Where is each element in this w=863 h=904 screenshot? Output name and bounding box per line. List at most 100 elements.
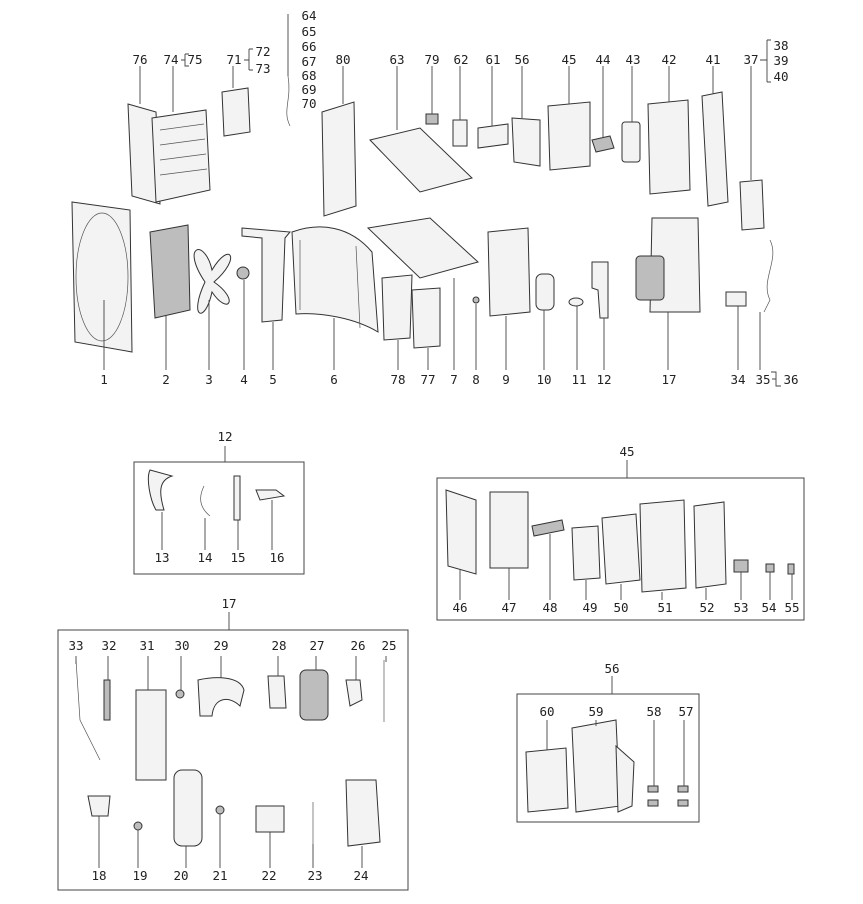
part-79-clip	[425, 113, 439, 125]
callout-label: 52	[699, 600, 714, 615]
callout-label: 32	[101, 638, 116, 653]
part-71-terminal-block	[221, 87, 251, 137]
callout-label: 40	[773, 69, 788, 84]
callout-label: 35	[755, 372, 770, 387]
callout-label: 62	[453, 52, 468, 67]
callout-label: 28	[271, 638, 286, 653]
callout-label: 60	[539, 704, 554, 719]
callout-label: 13	[154, 550, 169, 565]
callout-label: 14	[197, 550, 212, 565]
callout-label: 45	[561, 52, 576, 67]
callout-label: 57	[678, 704, 693, 719]
callout-label: 19	[132, 868, 147, 883]
callout-label: 1	[100, 372, 108, 387]
callout-label: 16	[269, 550, 284, 565]
main-leader-lines	[103, 14, 761, 370]
callout-label: 20	[173, 868, 188, 883]
group-title: 45	[619, 444, 634, 459]
callout-label: 5	[269, 372, 277, 387]
group-45-box	[436, 460, 805, 621]
group-56-labels: 56 60 59 58 57	[539, 661, 693, 719]
callout-label: 44	[595, 52, 610, 67]
callout-label: 61	[485, 52, 500, 67]
group-12-box	[133, 446, 305, 575]
callout-label: 41	[705, 52, 720, 67]
part-74-rear-grille	[151, 109, 211, 203]
callout-label: 6	[330, 372, 338, 387]
callout-label: 2	[162, 372, 170, 387]
callout-label: 66	[301, 39, 316, 54]
callout-label: 3	[205, 372, 213, 387]
callout-label: 12	[596, 372, 611, 387]
callout-label: 36	[783, 372, 798, 387]
part-78-side-plate	[381, 274, 413, 341]
callout-label: 29	[213, 638, 228, 653]
callout-label: 58	[646, 704, 661, 719]
callout-label: 25	[381, 638, 396, 653]
main-exploded-view	[71, 75, 774, 353]
part-10-compressor	[535, 273, 555, 311]
part-63-top-cover	[369, 127, 473, 193]
callout-label: 42	[661, 52, 676, 67]
callout-label: 74	[163, 52, 178, 67]
part-45-control-box	[547, 101, 591, 171]
callout-label: 73	[255, 61, 270, 76]
callout-label: 4	[240, 372, 248, 387]
callout-label: 31	[139, 638, 154, 653]
group-leader-lines	[75, 500, 793, 868]
callout-label: 75	[187, 52, 202, 67]
bracket-72-73	[244, 48, 253, 71]
part-5-motor-bracket	[241, 227, 291, 323]
part-2-grille	[149, 224, 191, 319]
callout-label: 51	[657, 600, 672, 615]
part-4-nut	[236, 266, 250, 280]
part-9-partition	[487, 227, 531, 317]
group-title: 12	[217, 429, 232, 444]
part-41-side-panel	[701, 91, 729, 207]
part-8-screw	[472, 296, 480, 304]
callout-label: 18	[91, 868, 106, 883]
callout-label: 48	[542, 600, 557, 615]
callout-label: 55	[784, 600, 799, 615]
callout-label: 71	[226, 52, 241, 67]
callout-label: 24	[353, 868, 368, 883]
group-56-box	[516, 676, 700, 823]
callout-label: 64	[301, 8, 316, 23]
callout-label: 39	[773, 53, 788, 68]
main-view-top-labels: 76 74 75 71 72 73 64 65 66 67 68 69 70 8…	[132, 8, 788, 111]
callout-label: 77	[420, 372, 435, 387]
callout-label: 50	[613, 600, 628, 615]
part-43-bracket	[621, 121, 641, 163]
part-6-condenser	[291, 226, 379, 333]
group-12-labels: 12 13 14 15 16	[154, 429, 284, 565]
callout-label: 78	[390, 372, 405, 387]
callout-label: 38	[773, 38, 788, 53]
callout-label: 8	[472, 372, 480, 387]
callout-label: 56	[514, 52, 529, 67]
callout-label: 72	[255, 44, 270, 59]
callout-label: 80	[335, 52, 350, 67]
part-3-fan-blade	[193, 249, 232, 314]
callout-label: 69	[301, 82, 316, 97]
group-17-labels: 17 33 32 31 30 29 28 27 26 25 18 19 20 2…	[68, 596, 396, 883]
callout-label: 70	[301, 96, 316, 111]
main-view-bottom-labels: 1 2 3 4 5 6 78 77 7 8 9 10 11 12 17 34 3…	[100, 371, 799, 387]
callout-label: 76	[132, 52, 147, 67]
part-34-valve	[725, 291, 747, 307]
part-1-front-panel	[71, 201, 133, 353]
part-77-side-plate	[411, 287, 441, 349]
callout-label: 65	[301, 24, 316, 39]
bracket-35-36	[771, 371, 781, 387]
part-80-rear-panel	[321, 101, 357, 217]
part-7-base-pan	[366, 217, 480, 279]
part-37-reactor	[739, 179, 765, 231]
part-61-box	[477, 123, 509, 149]
callout-label: 53	[733, 600, 748, 615]
callout-label: 10	[536, 372, 551, 387]
callout-label: 59	[588, 704, 603, 719]
callout-label: 49	[582, 600, 597, 615]
callout-label: 67	[301, 54, 316, 69]
callout-label: 33	[68, 638, 83, 653]
